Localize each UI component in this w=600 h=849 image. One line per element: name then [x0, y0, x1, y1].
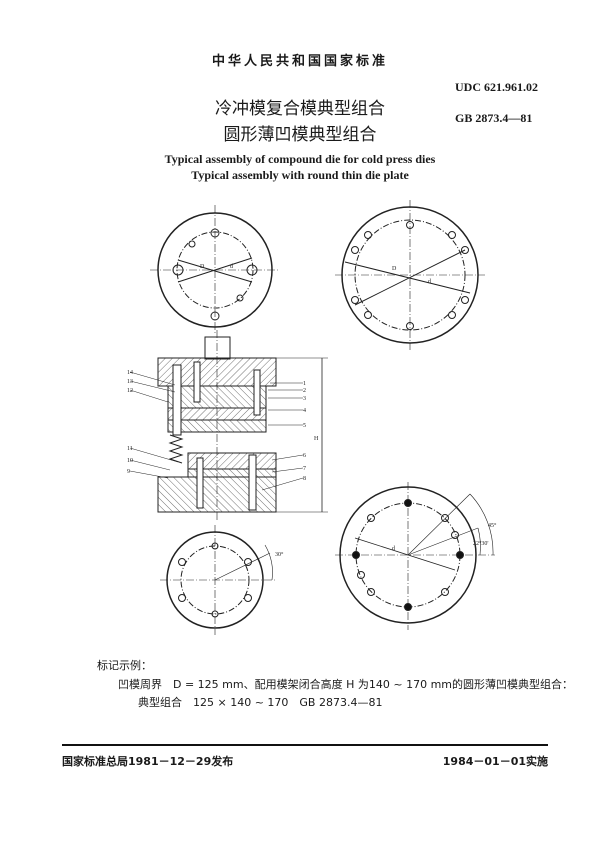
part-number: 6: [303, 453, 306, 459]
label-30deg: 30°: [275, 551, 284, 558]
effective-date: 1984－01－01实施: [442, 755, 548, 768]
title-cn-line1: 冷冲模复合模典型组合: [215, 99, 385, 119]
part-number: 12: [127, 388, 133, 394]
part-number: 1: [303, 381, 306, 387]
example-line2: 典型组合 125 × 140 ~ 170 GB 2873.4—81: [138, 696, 383, 709]
cross-section-view: H 1 2 3 4 5 6 7 8 9 10 11 12 13 14: [127, 330, 328, 520]
label-45deg: 45°: [488, 522, 497, 529]
part-number: 3: [303, 396, 306, 402]
label-22deg30: 22°30': [473, 540, 488, 547]
part-number: 9: [127, 469, 130, 475]
part-number: 8: [303, 476, 306, 482]
label-d: d: [230, 264, 233, 270]
standard-code: GB 2873.4—81: [455, 111, 533, 125]
issue-date: 国家标准总局1981－12－29发布: [62, 755, 234, 768]
part-number: 13: [127, 379, 133, 385]
example-heading: 标记示例：: [97, 659, 152, 672]
example-line1: 凹模周界 D = 125 mm、配用模架闭合高度 H 为140 ~ 170 mm…: [118, 678, 573, 691]
part-number: 11: [127, 446, 133, 452]
label-d-3: d: [392, 546, 395, 552]
part-number: 5: [303, 423, 306, 429]
part-number: 14: [127, 370, 133, 376]
label-D: D: [200, 264, 205, 270]
label-d-2: d: [428, 279, 431, 285]
footer-rule: [62, 744, 548, 746]
label-H: H: [314, 436, 319, 442]
label-D-2: D: [392, 266, 397, 272]
part-number: 7: [303, 466, 306, 472]
top-plan-view-left: D d: [150, 205, 280, 335]
title-en-line2: Typical assembly with round thin die pla…: [191, 168, 409, 182]
title-cn-line2: 圆形薄凹模典型组合: [223, 125, 377, 145]
bottom-plan-view-right: 45° 22°30' d: [335, 482, 497, 630]
udc-code: UDC 621.961.02: [455, 80, 538, 94]
top-plan-view-right: D d: [335, 200, 485, 350]
standard-header: 中华人民共和国国家标准: [211, 54, 388, 69]
part-number: 4: [303, 408, 306, 414]
part-number: 10: [127, 458, 133, 464]
part-number: 2: [303, 388, 306, 394]
title-en-line1: Typical assembly of compound die for col…: [164, 152, 436, 166]
bottom-plan-view-left: 30°: [160, 525, 284, 635]
